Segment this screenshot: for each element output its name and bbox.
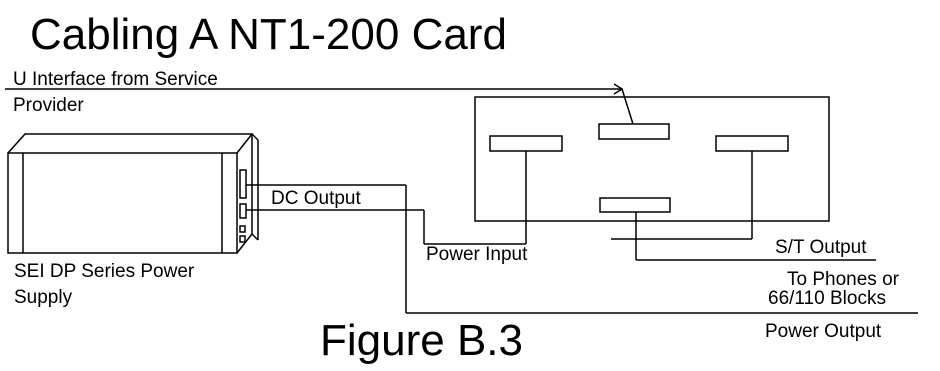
st-output-label: S/T Output [775,237,867,258]
power-supply-label-line1: SEI DP Series Power [14,261,195,282]
diagram-title: Cabling A NT1-200 Card [30,10,507,59]
u-interface-connector [598,123,670,140]
to-phones-label-line2: 66/110 Blocks [768,288,886,309]
power-output-label: Power Output [765,321,882,342]
figure-caption: Figure B.3 [320,316,523,365]
st-output-connector [715,135,789,152]
dc-output-label: DC Output [271,188,361,209]
power-output-connector [599,197,671,213]
power-output-cable [635,212,876,261]
to-phones-label-line1: To Phones or [787,269,899,290]
nt1-card [474,96,830,222]
power-input-connector [489,135,563,152]
u-interface-label-line1: U Interface from Service [13,69,218,90]
power-supply-label-line2: Supply [14,287,73,308]
power-supply-unit [7,133,259,254]
dc-output-cable [246,151,918,314]
u-interface-cable [5,83,634,125]
st-output-cable [611,151,753,240]
u-interface-label-line2: Provider [13,95,84,116]
power-input-label: Power Input [426,244,528,265]
